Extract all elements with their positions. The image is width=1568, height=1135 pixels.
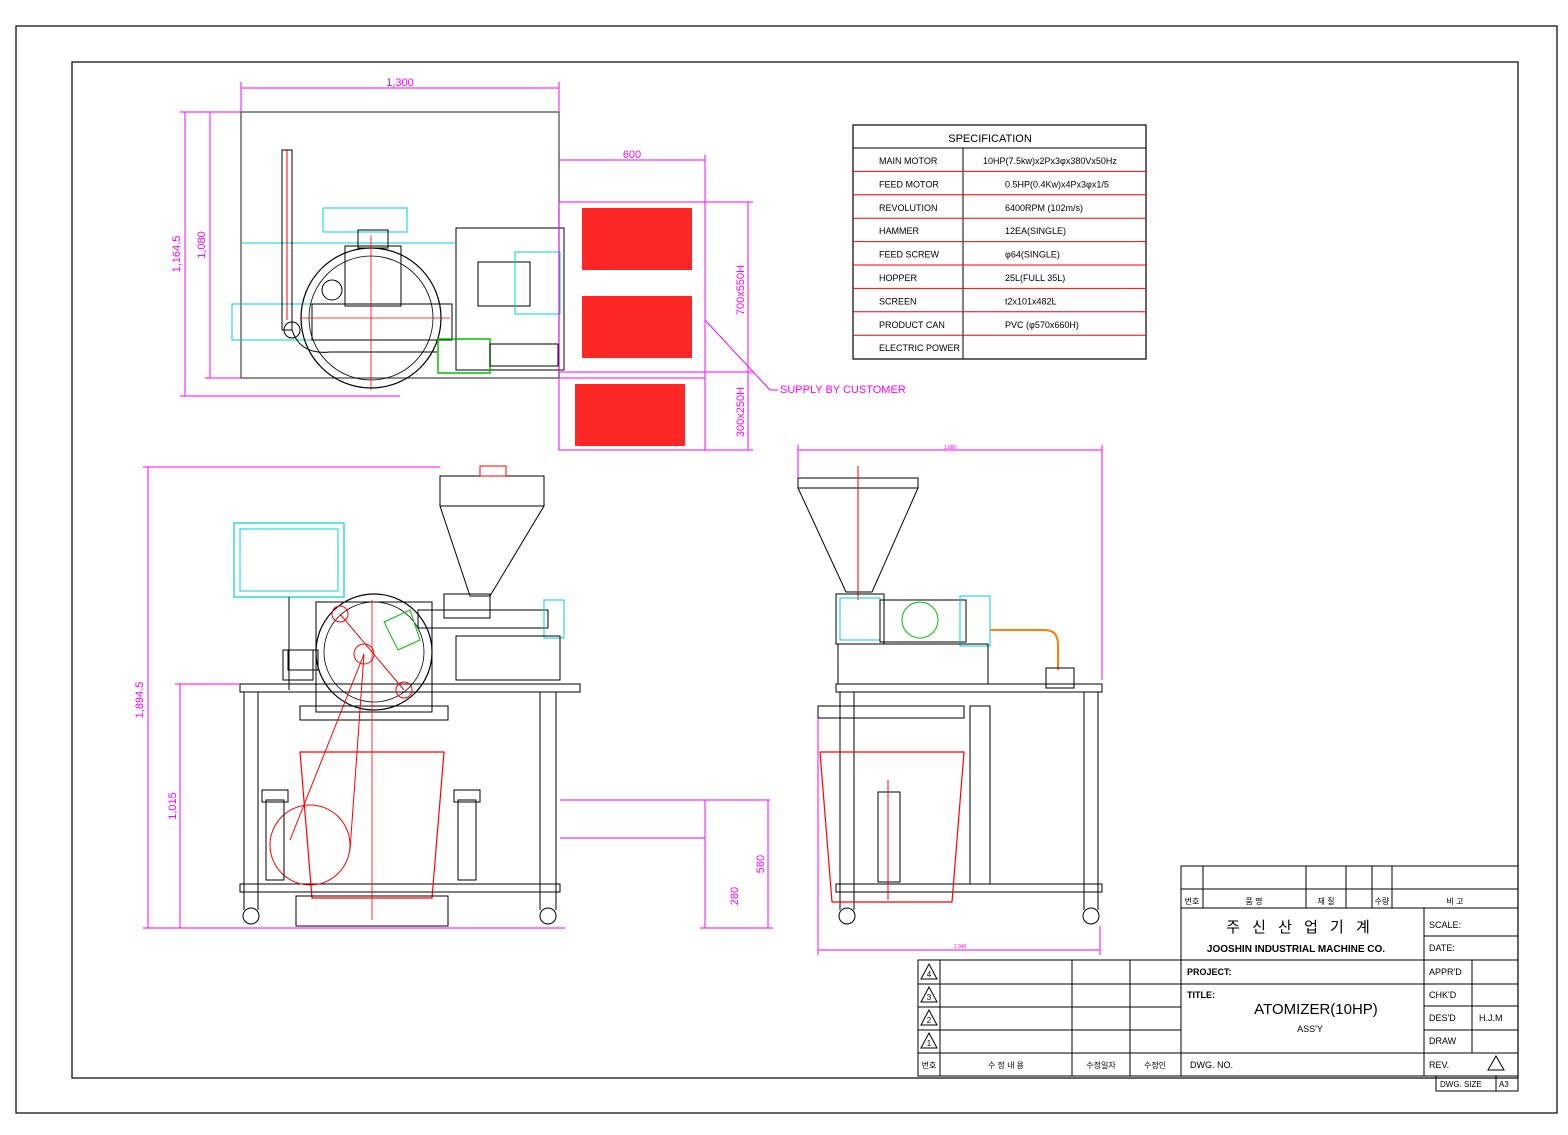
date-label: DATE: — [1429, 943, 1455, 953]
revision-footer-col: 번호 — [922, 1061, 937, 1070]
revision-block — [917, 959, 1182, 1077]
dim-table-height: 1,015 — [167, 792, 179, 820]
spec-rows: MAIN MOTOR 10HP(7.5kw)x2Px3φx380Vx50HzFEE… — [879, 156, 1117, 353]
revision-mark-icon: 3 — [920, 985, 938, 1003]
spec-row-value: PVC (φ570x660H) — [1005, 320, 1079, 330]
dim-front-height: 1,894.5 — [134, 682, 146, 719]
revision-marks: 4 3 2 1 — [920, 962, 938, 1049]
spec-row-label: REVOLUTION — [879, 203, 938, 213]
spec-row-value: φ64(SINGLE) — [1005, 250, 1060, 260]
spec-row-label: HAMMER — [879, 226, 919, 236]
dwg-size-label: DWG. SIZE — [1440, 1080, 1482, 1089]
dim-area-lower: 300x250H — [735, 387, 747, 437]
spec-row-label: SCREEN — [879, 296, 917, 306]
dim-area-upper: 700x550H — [735, 265, 747, 315]
header-col: 품 명 — [1246, 896, 1263, 906]
revision-footer: 번호 수 정 내 용 수정일자 수정인 — [922, 1060, 1166, 1070]
outer-border — [15, 25, 1558, 1114]
revision-footer-col: 수정인 — [1144, 1060, 1166, 1070]
dim-can-height: 280 — [729, 887, 741, 905]
dim-side-top-width: 1,080 — [944, 445, 957, 451]
header-col: 번호 — [1185, 897, 1200, 906]
dim-side-width: 600 — [623, 149, 641, 161]
spec-row-label: FEED SCREW — [879, 250, 940, 260]
spec-row-label: MAIN MOTOR — [879, 156, 938, 166]
scale-label: SCALE: — [1429, 920, 1461, 930]
apprd-label: APPR'D — [1429, 967, 1462, 977]
dim-outlet-height: 580 — [755, 855, 767, 873]
supply-note: SUPPLY BY CUSTOMER — [780, 384, 906, 396]
dim-top-height-outer: 1,164.5 — [171, 236, 183, 273]
dim-side-bottom-width: 1,040 — [954, 944, 967, 950]
spec-row-value: 25L(FULL 35L) — [1005, 273, 1065, 283]
header-col: 재 질 — [1318, 897, 1335, 906]
spec-row-value: 0.5HP(0.4Kw)x4Px3φx1/5 — [1005, 179, 1109, 189]
drawing-subtitle: ASS'Y — [1297, 1024, 1323, 1034]
dim-top-height-inner: 1,080 — [196, 231, 208, 259]
side-view — [797, 445, 1103, 955]
revision-mark-number: 1 — [927, 1039, 932, 1048]
spec-row-value: 10HP(7.5kw)x2Px3φx380Vx50Hz — [983, 156, 1117, 166]
drawing-title: ATOMIZER(10HP) — [1254, 1001, 1378, 1018]
inner-border — [71, 61, 1519, 1079]
revision-mark-icon: 1 — [920, 1031, 938, 1049]
draw-label: DRAW — [1429, 1036, 1457, 1046]
company-name-english: JOOSHIN INDUSTRIAL MACHINE CO. — [1207, 944, 1385, 955]
header-col: 비 고 — [1447, 897, 1464, 906]
revision-mark-number: 3 — [927, 993, 932, 1002]
title-block-header: 번호 품 명 재 질 수량 비 고 — [1185, 896, 1464, 906]
revision-footer-col: 수정일자 — [1086, 1060, 1116, 1070]
spec-row-label: PRODUCT CAN — [879, 320, 945, 330]
title-block — [1180, 865, 1519, 1092]
spec-row-value: 12EA(SINGLE) — [1005, 226, 1066, 236]
front-view — [143, 465, 773, 929]
dim-top-width: 1,300 — [386, 77, 414, 89]
company-name-korean: 주 신 산 업 기 계 — [1226, 919, 1374, 936]
rev-label: REV. — [1429, 1060, 1449, 1070]
project-label: PROJECT: — [1187, 967, 1232, 977]
spec-row-label: FEED MOTOR — [879, 179, 939, 189]
top-view — [180, 82, 778, 451]
spec-row-value: t2x101x482L — [1005, 296, 1057, 306]
revision-mark-number: 2 — [927, 1016, 932, 1025]
chkd-label: CHK'D — [1429, 990, 1457, 1000]
title-label: TITLE: — [1187, 990, 1215, 1000]
dwg-no-label: DWG. NO. — [1190, 1060, 1233, 1070]
desd-value: H.J.M — [1479, 1013, 1503, 1023]
spec-row-value: 6400RPM (102m/s) — [1005, 203, 1083, 213]
revision-footer-col: 수 정 내 용 — [988, 1060, 1024, 1070]
dwg-size-value: A3 — [1499, 1080, 1509, 1089]
header-col: 수량 — [1375, 896, 1390, 906]
spec-row-label: ELECTRIC POWER — [879, 343, 961, 353]
revision-mark-number: 4 — [927, 970, 932, 979]
spec-row-label: HOPPER — [879, 273, 918, 283]
desd-label: DES'D — [1429, 1013, 1456, 1023]
revision-mark-icon: 4 — [920, 962, 938, 980]
spec-title: SPECIFICATION — [948, 133, 1032, 145]
revision-mark-icon: 2 — [920, 1008, 938, 1026]
specification-table — [852, 124, 1147, 360]
